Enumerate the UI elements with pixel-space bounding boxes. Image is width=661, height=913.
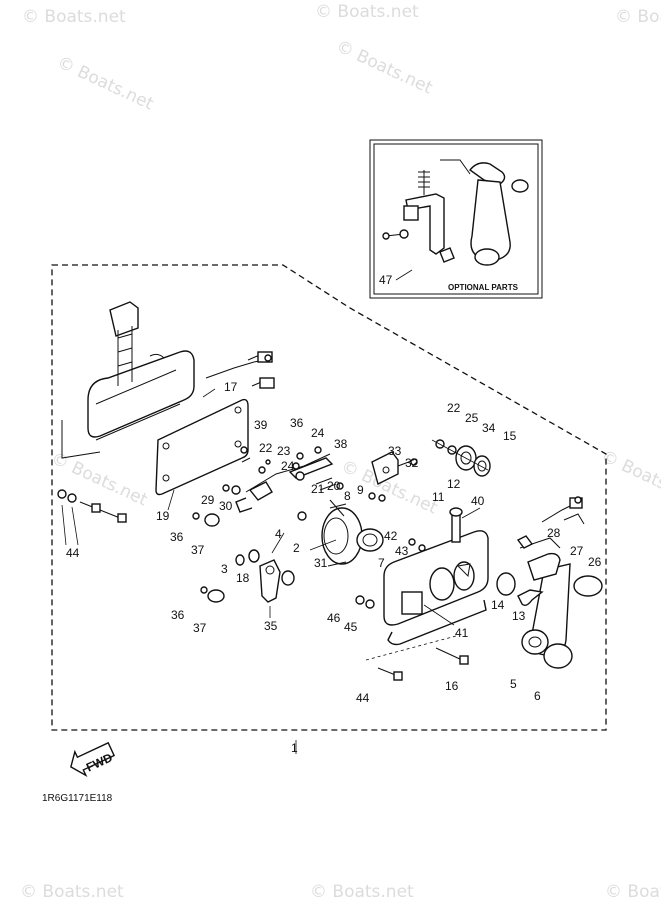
part-label: 7 bbox=[378, 556, 385, 570]
pin-40 bbox=[449, 507, 463, 543]
watermark: © Boats.net bbox=[333, 36, 436, 98]
part-label: 40 bbox=[471, 494, 485, 508]
watermark: © Boats.net bbox=[54, 52, 157, 114]
part-label: 13 bbox=[512, 609, 526, 623]
part-label: 44 bbox=[66, 546, 80, 560]
part-label: 21 bbox=[311, 482, 325, 496]
part-label: 23 bbox=[277, 444, 291, 458]
part-label: 37 bbox=[191, 543, 205, 557]
nut-46 bbox=[355, 595, 365, 605]
optional-lever-boss bbox=[474, 248, 500, 266]
fastener-37b bbox=[207, 589, 225, 603]
part-label: 44 bbox=[356, 691, 370, 705]
part-label: 43 bbox=[395, 544, 409, 558]
part-label: 17 bbox=[224, 380, 238, 394]
part-label: 38 bbox=[334, 437, 348, 451]
spring-cable bbox=[541, 496, 585, 525]
assembly-outline bbox=[51, 264, 607, 731]
watermark: © Boats.net bbox=[605, 882, 661, 902]
screws-44-left bbox=[57, 489, 127, 523]
optional-bracket bbox=[405, 193, 445, 255]
nut-2 bbox=[281, 570, 295, 586]
part-label: 4 bbox=[275, 527, 282, 541]
part-label: 15 bbox=[503, 429, 517, 443]
optional-spring bbox=[418, 170, 430, 195]
part-label: 35 bbox=[264, 619, 278, 633]
part-label: 46 bbox=[327, 611, 341, 625]
screws-bottom bbox=[365, 635, 469, 681]
linkage-cluster bbox=[235, 446, 337, 513]
part-label: 20 bbox=[327, 479, 341, 493]
part-label: 26 bbox=[588, 555, 602, 569]
part-label: 27 bbox=[570, 544, 584, 558]
watermark: © Boats.net bbox=[315, 2, 419, 22]
optional-lever-grip bbox=[468, 162, 506, 185]
part-label: 24 bbox=[311, 426, 325, 440]
optional-parts-box: 47 OPTIONAL PARTS bbox=[369, 139, 543, 299]
control-lever-top bbox=[109, 301, 139, 337]
part-label: 34 bbox=[482, 421, 496, 435]
part-label: 24 bbox=[281, 459, 295, 473]
part-label: 30 bbox=[219, 499, 233, 513]
cable-ends bbox=[205, 351, 275, 389]
side-plate bbox=[155, 398, 249, 496]
part-label: 39 bbox=[254, 418, 268, 432]
part-label: 42 bbox=[384, 529, 398, 543]
fastener-37 bbox=[204, 513, 220, 527]
part-label: 22 bbox=[447, 401, 461, 415]
part-labels: 1 2 3 4 5 6 7 8 9 11 12 13 14 15 16 17 1… bbox=[66, 380, 602, 755]
leader-lines bbox=[61, 388, 481, 626]
part-label: 2 bbox=[293, 541, 300, 555]
part-label: 47 bbox=[379, 273, 393, 287]
watermark: © Boats.net bbox=[598, 446, 661, 508]
washer bbox=[356, 528, 384, 552]
optional-lever-arm bbox=[470, 179, 511, 261]
washer-stack bbox=[431, 439, 491, 477]
part-label: 16 bbox=[445, 679, 459, 693]
part-label: 36 bbox=[290, 416, 304, 430]
part-label: 1 bbox=[291, 741, 298, 755]
cam-lever-35 bbox=[259, 559, 281, 603]
watermark-layer: © Boats.net © Boats.net © Boats.net © Bo… bbox=[20, 2, 661, 902]
part-label: 25 bbox=[465, 411, 479, 425]
bushing bbox=[496, 572, 516, 596]
watermark: © Boats.net bbox=[615, 7, 661, 27]
part-label: 8 bbox=[344, 489, 351, 503]
part-label: 41 bbox=[455, 626, 469, 640]
control-lever bbox=[516, 535, 603, 669]
part-label: 45 bbox=[344, 620, 358, 634]
bracket-33 bbox=[371, 451, 418, 486]
part-label: 9 bbox=[357, 483, 364, 497]
diagram-code: 1R6G1171E118 bbox=[42, 793, 113, 804]
part-label: 14 bbox=[491, 598, 505, 612]
lever-washer bbox=[521, 629, 549, 655]
part-label: 37 bbox=[193, 621, 207, 635]
part-label: 18 bbox=[236, 571, 250, 585]
part-label: 19 bbox=[156, 509, 170, 523]
part-label: 5 bbox=[510, 677, 517, 691]
part-label: 11 bbox=[432, 490, 445, 504]
fwd-arrow: FWD bbox=[70, 741, 116, 778]
optional-parts-title: OPTIONAL PARTS bbox=[448, 283, 519, 292]
lever-grip bbox=[573, 575, 603, 597]
main-housing bbox=[383, 530, 489, 646]
part-label: 36 bbox=[171, 608, 185, 622]
handle-clip bbox=[517, 589, 544, 607]
part-label: 33 bbox=[388, 444, 402, 458]
control-box-cover bbox=[61, 301, 195, 459]
part-label: 3 bbox=[221, 562, 228, 576]
part-label: 29 bbox=[201, 493, 215, 507]
part-label: 32 bbox=[405, 456, 419, 470]
part-label: 28 bbox=[547, 526, 561, 540]
watermark: © Boats.net bbox=[20, 882, 124, 902]
part-label: 22 bbox=[259, 441, 273, 455]
part-label: 31 bbox=[314, 556, 328, 570]
watermark: © Boats.net bbox=[310, 882, 414, 902]
shift-drum bbox=[321, 503, 363, 567]
part-label: 12 bbox=[447, 477, 461, 491]
part-label: 36 bbox=[170, 530, 184, 544]
watermark: © Boats.net bbox=[22, 7, 126, 27]
part-label: 6 bbox=[534, 689, 541, 703]
